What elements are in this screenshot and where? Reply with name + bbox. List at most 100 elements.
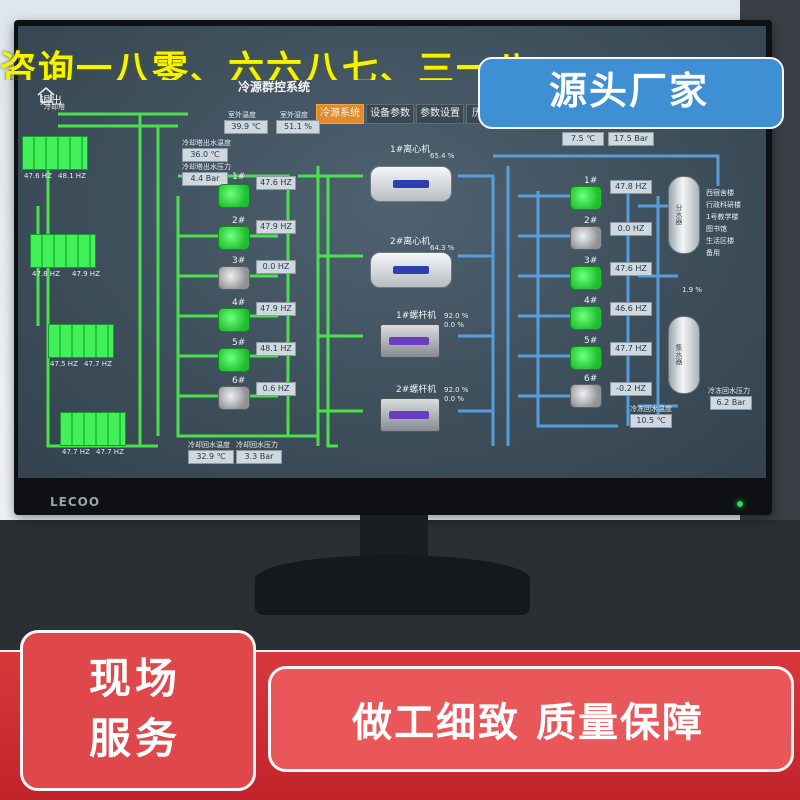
power-led bbox=[737, 501, 743, 507]
chilled-return-pressure: 6.2 Bar bbox=[710, 396, 752, 410]
tower-freq: 47.7 HZ bbox=[62, 448, 90, 456]
cooling-pump-label: 2# bbox=[232, 216, 246, 226]
cooling-pump-label: 4# bbox=[232, 298, 246, 308]
chilled-pump-label: 5# bbox=[584, 336, 598, 346]
water-distributor[interactable] bbox=[668, 176, 700, 254]
cooling-pump-2[interactable] bbox=[218, 226, 250, 250]
readout-label: 室外温度 bbox=[228, 111, 256, 119]
water-collector[interactable] bbox=[668, 316, 700, 394]
slogan-text: 做工细致 质量保障 bbox=[352, 700, 704, 746]
chilled-pump-5[interactable] bbox=[570, 346, 602, 370]
chilled-pump-freq: -0.2 HZ bbox=[610, 382, 652, 396]
cooling-pump-label: 1# bbox=[232, 172, 246, 182]
monitor-stand-base bbox=[255, 555, 530, 615]
chiller-load-extra: 0.0 % bbox=[444, 321, 465, 329]
cooling-pump-5[interactable] bbox=[218, 348, 250, 372]
cooling-pump-freq: 0.0 HZ bbox=[256, 260, 296, 274]
chiller-load: 92.0 % bbox=[444, 312, 469, 320]
tower-out-temp-value: 36.0 ℃ bbox=[182, 148, 228, 162]
cooling-pump-freq: 47.9 HZ bbox=[256, 302, 296, 316]
readout-label: 冷却回水温度 bbox=[188, 441, 230, 449]
branch-label: 1号教学楼 bbox=[706, 213, 739, 221]
tab-param-settings[interactable]: 参数设置 bbox=[416, 104, 464, 124]
outdoor-temp-value: 39.9 ℃ bbox=[224, 120, 268, 134]
tower-freq: 47.5 HZ bbox=[50, 360, 78, 368]
readout-label: 冷却回水压力 bbox=[236, 441, 278, 449]
branch-label: 行政科研楼 bbox=[706, 201, 741, 209]
cooling-pump-label: 6# bbox=[232, 376, 246, 386]
tower-out-pressure-value: 4.4 Bar bbox=[182, 172, 228, 186]
centrifugal-chiller-2[interactable] bbox=[370, 252, 452, 288]
cooling-tower-1[interactable] bbox=[22, 136, 88, 170]
cooling-tower-4[interactable] bbox=[60, 412, 126, 446]
chilled-pump-6[interactable] bbox=[570, 384, 602, 408]
return-pressure-value: 3.3 Bar bbox=[236, 450, 282, 464]
phone-banner: 咨询一八零、六六八七、三一八一 bbox=[0, 20, 800, 80]
chilled-pump-freq: 47.8 HZ bbox=[610, 180, 652, 194]
cooling-pump-3[interactable] bbox=[218, 266, 250, 290]
chilled-pump-2[interactable] bbox=[570, 226, 602, 250]
cooling-tower-label: 冷却塔 bbox=[44, 103, 65, 111]
brand-badge bbox=[478, 57, 784, 129]
chilled-pump-freq: 47.6 HZ bbox=[610, 262, 652, 276]
tower-freq: 47.6 HZ bbox=[24, 172, 52, 180]
tower-freq: 47.9 HZ bbox=[72, 270, 100, 278]
branch-label: 生活区楼 bbox=[706, 237, 734, 245]
cooling-pump-freq: 47.9 HZ bbox=[256, 220, 296, 234]
distributor-label: 分水器 bbox=[675, 204, 683, 225]
chilled-supply-pressure: 17.5 Bar bbox=[608, 132, 654, 146]
chilled-pump-label: 4# bbox=[584, 296, 598, 306]
centrifugal-chiller-1[interactable] bbox=[370, 166, 452, 202]
tower-freq: 47.8 HZ bbox=[32, 270, 60, 278]
screw-chiller-1[interactable] bbox=[380, 324, 440, 358]
cooling-pump-freq: 47.6 HZ bbox=[256, 176, 296, 190]
chilled-pump-freq: 0.0 HZ bbox=[610, 222, 652, 236]
exit-button[interactable]: 退出 bbox=[40, 94, 62, 107]
readout-label: 冷冻回水压力 bbox=[708, 387, 750, 395]
onsite-service-line1: 现场 bbox=[88, 654, 181, 703]
onsite-service-line2: 服务 bbox=[88, 714, 181, 763]
chilled-pump-1[interactable] bbox=[570, 186, 602, 210]
chilled-pump-4[interactable] bbox=[570, 306, 602, 330]
cooling-pump-6[interactable] bbox=[218, 386, 250, 410]
readout-label: 冷却塔出水温度 bbox=[182, 139, 231, 147]
cooling-pump-1[interactable] bbox=[218, 184, 250, 208]
chilled-pump-label: 3# bbox=[584, 256, 598, 266]
cooling-pump-4[interactable] bbox=[218, 308, 250, 332]
chiller-label: 1#螺杆机 bbox=[396, 311, 437, 321]
home-icon[interactable] bbox=[36, 86, 56, 104]
chilled-supply-temp: 7.5 ℃ bbox=[562, 132, 604, 146]
cooling-tower-2[interactable] bbox=[30, 234, 96, 268]
tab-cold-source[interactable]: 冷源系统 bbox=[316, 104, 364, 124]
bypass-value: 1.9 % bbox=[682, 286, 703, 294]
cooling-tower-3[interactable] bbox=[48, 324, 114, 358]
chiller-load: 65.4 % bbox=[430, 152, 455, 160]
chilled-pump-3[interactable] bbox=[570, 266, 602, 290]
tab-equipment-params[interactable]: 设备参数 bbox=[366, 104, 414, 124]
chilled-pump-label: 6# bbox=[584, 374, 598, 384]
cooling-pump-label: 3# bbox=[232, 256, 246, 266]
collector-label: 集水器 bbox=[675, 344, 683, 365]
chilled-pump-freq: 46.6 HZ bbox=[610, 302, 652, 316]
branch-label: 备用 bbox=[706, 249, 720, 257]
branch-label: 西宿舍楼 bbox=[706, 189, 734, 197]
chilled-pump-label: 2# bbox=[584, 216, 598, 226]
outdoor-humidity-value: 51.1 % bbox=[276, 120, 320, 134]
branch-label: 图书馆 bbox=[706, 225, 727, 233]
scada-screen: 退出 冷源群控系统 冷源系统 设备参数 参数设置 历史 冷却塔 室外温度 39.… bbox=[18, 26, 766, 478]
tower-freq: 47.7 HZ bbox=[96, 448, 124, 456]
tower-freq: 47.7 HZ bbox=[84, 360, 112, 368]
chiller-label: 2#离心机 bbox=[390, 237, 431, 247]
phone-banner-text: 咨询一八零、六六八七、三一八一 bbox=[0, 49, 571, 80]
cooling-pump-freq: 48.1 HZ bbox=[256, 342, 296, 356]
chiller-load-extra: 0.0 % bbox=[444, 395, 465, 403]
readout-label: 冷冻回水温度 bbox=[630, 405, 672, 413]
readout-label: 冷却塔出水压力 bbox=[182, 163, 231, 171]
slogan-box bbox=[268, 666, 794, 772]
tower-freq: 48.1 HZ bbox=[58, 172, 86, 180]
screw-chiller-2[interactable] bbox=[380, 398, 440, 432]
readout-label: 室外湿度 bbox=[280, 111, 308, 119]
onsite-service-box bbox=[20, 630, 256, 791]
chiller-label: 1#离心机 bbox=[390, 145, 431, 155]
chiller-load: 64.3 % bbox=[430, 244, 455, 252]
